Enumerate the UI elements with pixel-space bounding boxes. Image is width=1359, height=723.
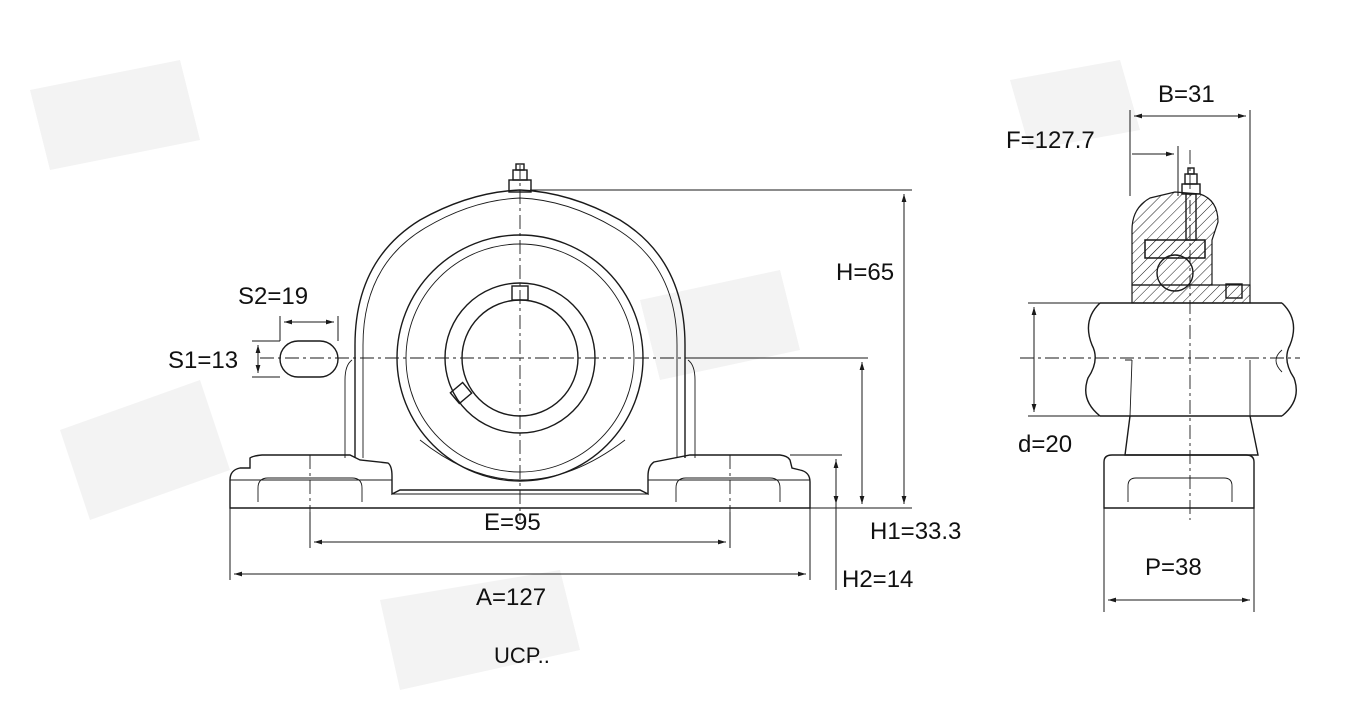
dim-label-p: P=38	[1145, 554, 1202, 581]
foot-slot-right	[675, 477, 781, 502]
mounting-slot-detail	[279, 340, 339, 378]
dim-label-b: B=31	[1158, 81, 1215, 108]
front-dimension-lines	[229, 189, 912, 590]
shaft	[1100, 302, 1282, 417]
dim-label-s1: S1=13	[168, 347, 238, 374]
housing-section	[1131, 191, 1219, 286]
foot-slot-left	[257, 477, 363, 502]
dim-label-a: A=127	[476, 584, 546, 611]
side-dimension-lines	[1028, 110, 1255, 612]
side-base	[1103, 454, 1255, 509]
dim-label-f: F=127.7	[1006, 127, 1095, 154]
dim-label-h2: H2=14	[842, 566, 913, 593]
dim-label-s2: S2=19	[238, 283, 308, 310]
ball-icon	[1156, 254, 1194, 292]
dim-label-h: H=65	[836, 259, 894, 286]
dim-label-e: E=95	[484, 509, 541, 536]
front-view	[229, 163, 860, 520]
dim-label-d: d=20	[1018, 431, 1072, 458]
dim-label-h1: H1=33.3	[870, 518, 961, 545]
set-screw-side	[449, 381, 473, 405]
side-view	[1020, 150, 1300, 520]
watermark	[30, 60, 1140, 690]
drawing-title: UCP..	[494, 643, 550, 668]
side-grease-nipple-icon	[1181, 167, 1201, 241]
housing-body	[1124, 415, 1259, 456]
